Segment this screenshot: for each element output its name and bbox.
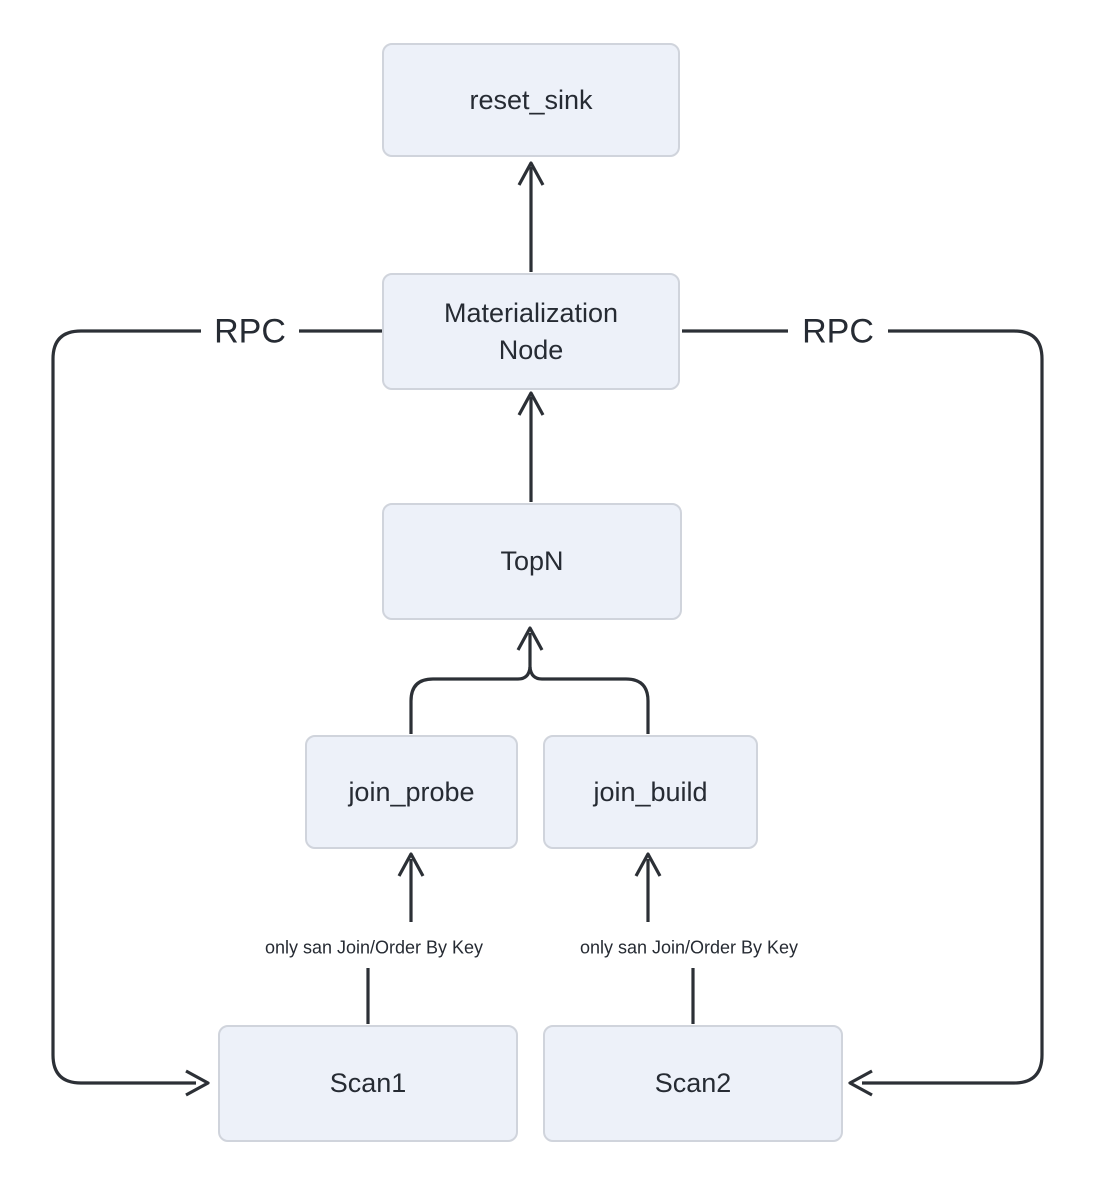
arrowhead-left-icon — [848, 1069, 873, 1097]
edge-rpc-right — [682, 329, 1044, 1097]
node-label: join_build — [593, 776, 708, 807]
rpc-label-left: RPC — [204, 312, 296, 352]
node-scan2: Scan2 — [543, 1025, 843, 1142]
node-materialization: Materialization Node — [382, 273, 680, 390]
arrowhead-right-icon — [185, 1069, 210, 1097]
node-join-probe: join_probe — [305, 735, 518, 849]
rpc-label-right: RPC — [792, 312, 884, 352]
arrowhead-up-icon — [517, 391, 545, 416]
node-scan1: Scan1 — [218, 1025, 518, 1142]
edge-rpc-left — [51, 329, 382, 1097]
node-join-build: join_build — [543, 735, 758, 849]
edge-note1-to-join-probe — [397, 852, 425, 922]
node-label-line2: Node — [498, 334, 564, 365]
edge-note2-to-join-build — [634, 852, 662, 922]
node-label: Scan2 — [654, 1068, 732, 1099]
scan2-note-label: only san Join/Order By Key — [573, 937, 805, 959]
arrowhead-up-icon — [634, 852, 662, 877]
arrowhead-up-icon — [517, 161, 545, 186]
node-topn: TopN — [382, 503, 682, 620]
edge-materialization-to-reset-sink — [517, 161, 545, 272]
node-label: join_probe — [348, 776, 475, 807]
node-label: reset_sink — [469, 84, 593, 115]
node-label: TopN — [500, 546, 564, 577]
edge-joins-to-topn — [409, 626, 650, 734]
arrowhead-up-icon — [397, 852, 425, 877]
scan1-note-label: only san Join/Order By Key — [258, 937, 490, 959]
node-reset-sink: reset_sink — [382, 43, 680, 157]
node-label-line1: Materialization — [443, 298, 619, 329]
arrowhead-up-icon — [516, 626, 544, 651]
edge-topn-to-materialization — [517, 391, 545, 502]
node-label: Scan1 — [329, 1068, 407, 1099]
